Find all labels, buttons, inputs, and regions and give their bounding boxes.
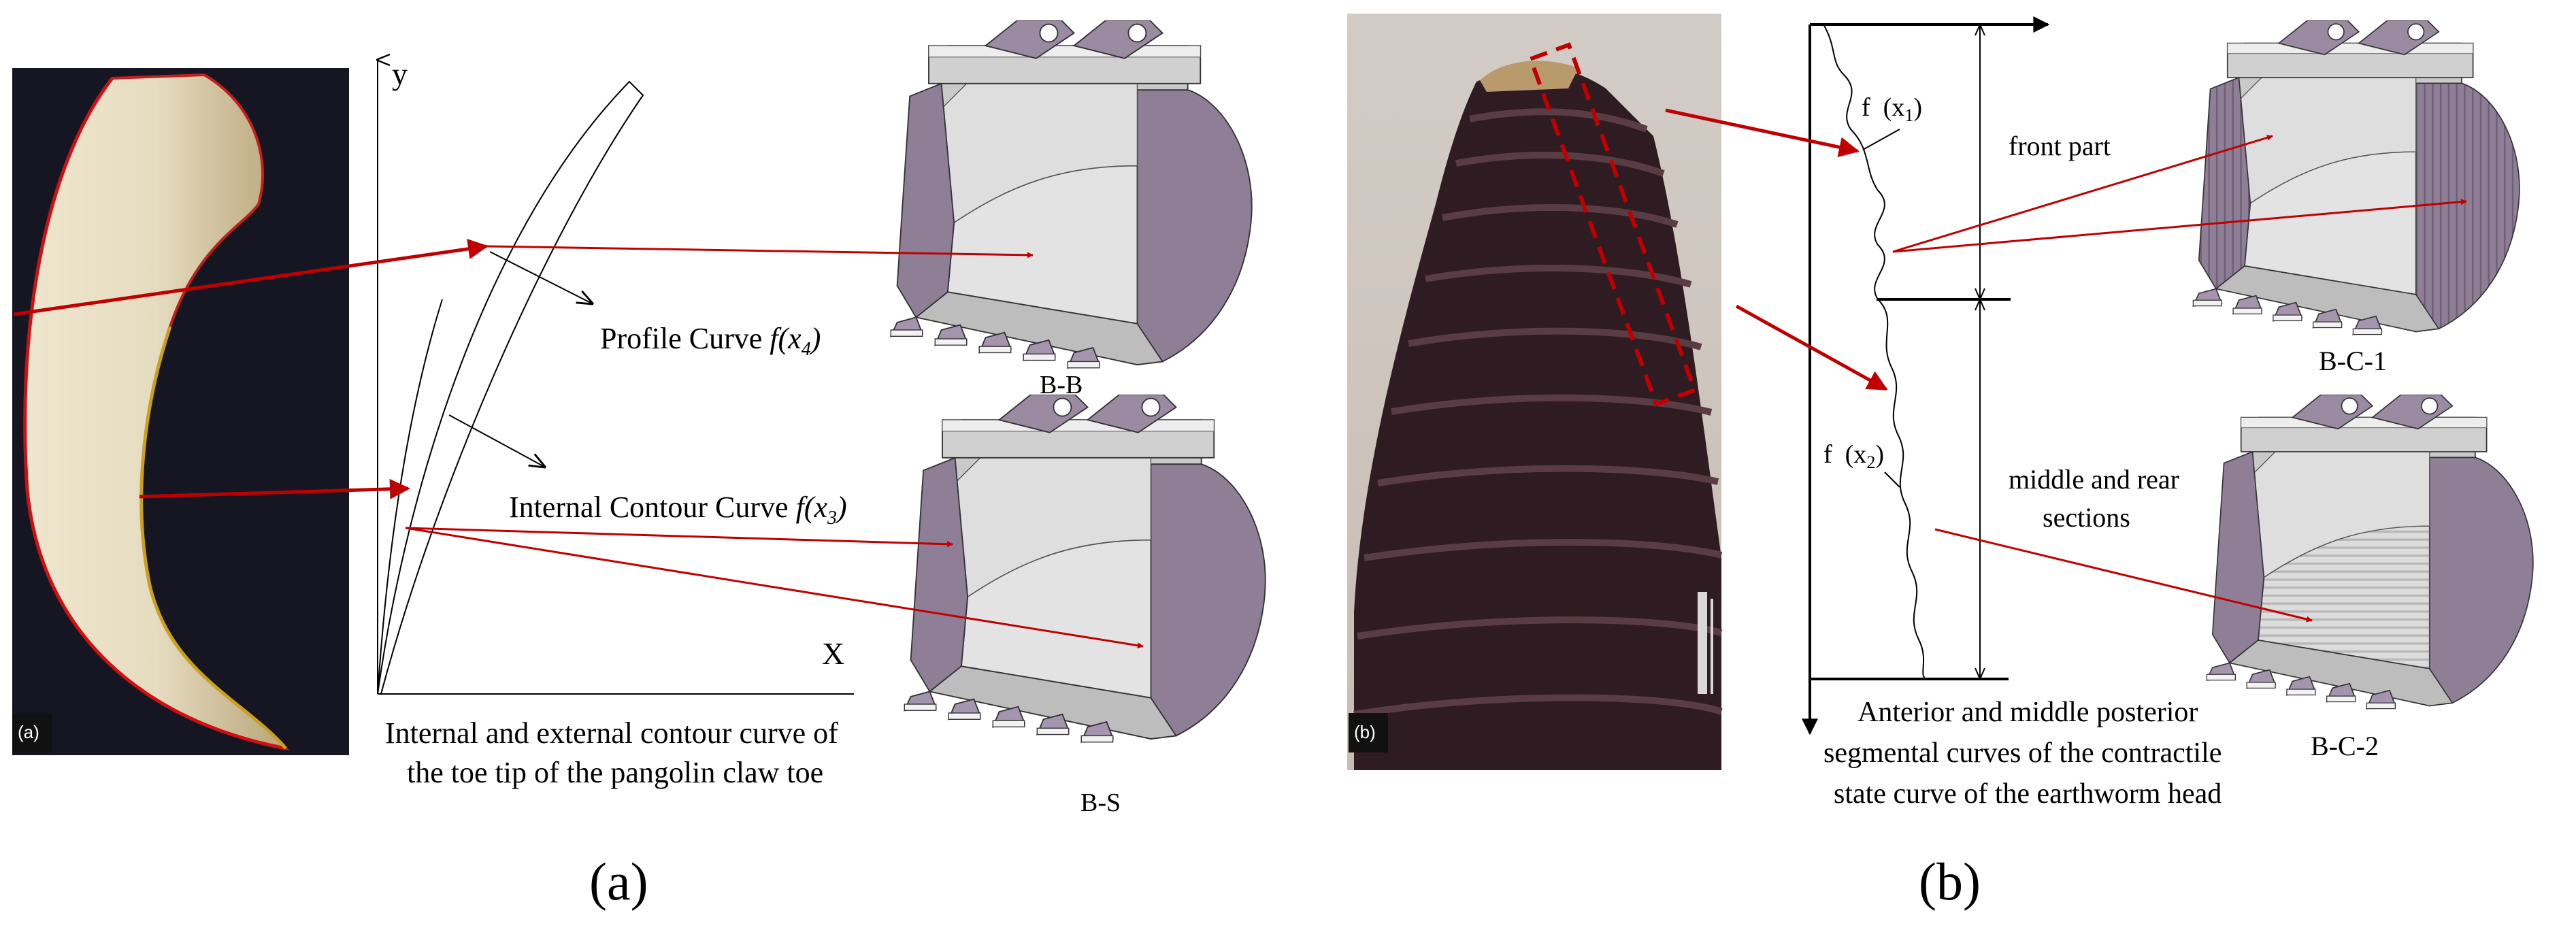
- worm-caption-line1: Anterior and middle posterior: [1857, 697, 2198, 728]
- worm-segments: [1353, 108, 1723, 718]
- scale-bar: [1698, 592, 1713, 694]
- panel-a: (a) y X Profile Curve f(x4) Internal Con…: [12, 20, 1266, 911]
- internal-curve-fn: f(x: [796, 491, 828, 524]
- internal-pointer-arrow: [448, 414, 544, 467]
- earthworm-contour-curve: [1823, 24, 1926, 680]
- pangolin-claw-photo: (a): [12, 68, 349, 755]
- bucket-b-c-1: [2192, 20, 2520, 335]
- figure-label-a: (a): [589, 852, 648, 911]
- profile-pointer-arrow: [489, 251, 592, 303]
- earthworm-photo: (b): [1347, 14, 1723, 771]
- claw-caption-line1: Internal and external contour curve of: [385, 716, 838, 750]
- worm-profile-frame: [1802, 16, 2050, 735]
- profile-curve-label: Profile Curve f(x4): [600, 322, 821, 360]
- axis-x-label: X: [822, 636, 844, 671]
- photo-b-tag: (b): [1354, 722, 1376, 742]
- bucket-b-s: [904, 395, 1266, 743]
- bucket-b-c-2-label: B-C-2: [2311, 731, 2379, 761]
- axis-y-label: y: [392, 56, 408, 91]
- bucket-b-c-1-label: B-C-1: [2319, 346, 2387, 376]
- panel-b: (b) f (x1) f (x2) front par: [1347, 14, 2534, 911]
- middle-rear-label-line2: sections: [2043, 502, 2130, 533]
- f-x2-sub: 2: [1866, 452, 1875, 472]
- worm-selection-box: [1528, 42, 1698, 407]
- f-x2-text: f (x: [1823, 440, 1866, 469]
- profile-curve-sub: 4: [802, 339, 811, 360]
- middle-rear-label-line1: middle and rear: [2009, 464, 2179, 495]
- profile-curve-text: Profile Curve: [600, 322, 770, 355]
- profile-curve-fn: f(x: [770, 322, 802, 355]
- internal-curve-text: Internal Contour Curve: [509, 491, 796, 524]
- photo-a-tag: (a): [18, 722, 39, 742]
- internal-curve-label: Internal Contour Curve f(x3): [509, 491, 847, 529]
- bucket-b-b: [890, 20, 1253, 369]
- figure-label-b: (b): [1919, 852, 1981, 911]
- worm-caption-line2: segmental curves of the contractile: [1823, 738, 2222, 769]
- f-x2-close: ): [1875, 440, 1884, 469]
- claw-mapping-arrows: [13, 238, 1144, 649]
- f-x1-leader: [1862, 129, 1900, 150]
- bucket-b-c-2: [2206, 395, 2534, 710]
- f-x1-text: f (x: [1862, 93, 1904, 122]
- worm-caption-line3: state curve of the earthworm head: [1834, 778, 2222, 810]
- bucket-b-s-label: B-S: [1080, 789, 1121, 817]
- claw-contour-curves: [377, 80, 644, 695]
- f-x2-label: f (x2): [1823, 440, 1884, 472]
- f-x1-close: ): [1913, 93, 1922, 122]
- profile-curve-close: ): [809, 322, 821, 355]
- front-part-label: front part: [2009, 131, 2111, 161]
- claw-axes: y X: [378, 56, 854, 695]
- f-x2-leader: [1884, 471, 1900, 488]
- claw-caption-line2: the toe tip of the pangolin claw toe: [407, 756, 823, 789]
- internal-curve-close: ): [835, 491, 847, 524]
- internal-curve-sub: 3: [827, 508, 837, 529]
- worm-mapping-arrows: [1665, 108, 2467, 623]
- f-x1-label: f (x1): [1862, 93, 1922, 125]
- f-x1-sub: 1: [1904, 105, 1913, 125]
